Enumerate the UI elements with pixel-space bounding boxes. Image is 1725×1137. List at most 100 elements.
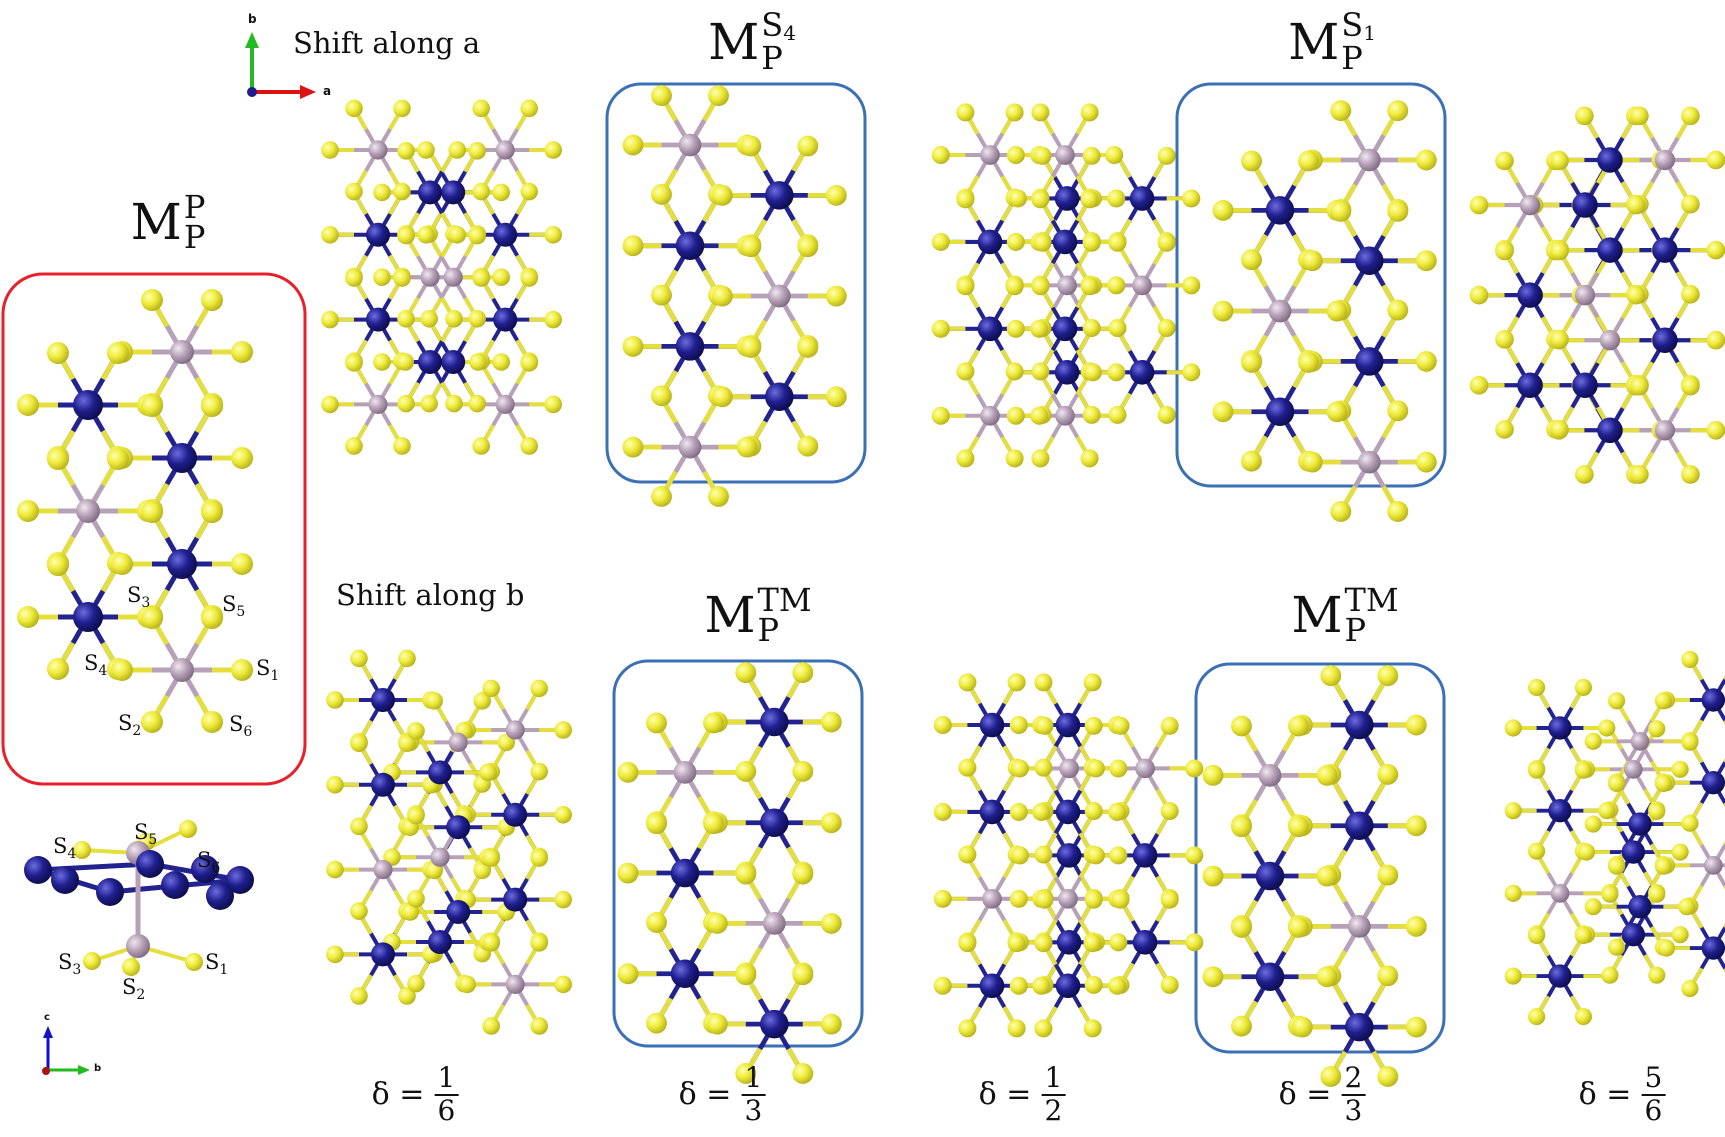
molybdenum-atom bbox=[982, 889, 1002, 909]
transition-metal-atom bbox=[675, 332, 705, 361]
sulfur-atom bbox=[468, 309, 487, 328]
molybdenum-atom bbox=[76, 499, 100, 523]
sulfur-atom bbox=[711, 386, 733, 408]
sulfur-atom bbox=[1105, 145, 1124, 165]
sulfur-atom bbox=[397, 394, 415, 413]
sulfur-atom bbox=[107, 448, 129, 471]
sulfur-atom bbox=[1031, 190, 1050, 209]
sulfur-atom bbox=[1185, 759, 1204, 778]
sulfur-atom bbox=[1009, 802, 1028, 821]
sulfur-atom bbox=[1080, 190, 1099, 209]
sulfur-atom bbox=[1415, 250, 1437, 272]
sulfur-atom bbox=[1415, 350, 1437, 372]
sulfur-atom bbox=[1009, 889, 1028, 908]
transition-metal-atom bbox=[503, 887, 528, 912]
sulfur-atom bbox=[321, 395, 339, 414]
sulfur-atom bbox=[1160, 802, 1179, 821]
sulfur-atom bbox=[141, 710, 163, 733]
sulfur-atom bbox=[473, 692, 492, 710]
sulfur-atom bbox=[735, 760, 757, 782]
sulfur-atom bbox=[554, 890, 572, 909]
sulfur-atom bbox=[1034, 758, 1053, 777]
sulfur-atom bbox=[1550, 241, 1569, 261]
ms4-candidate-box bbox=[605, 82, 867, 484]
transition-metal-atom bbox=[493, 222, 518, 247]
sulfur-atom bbox=[1377, 665, 1399, 687]
sulfur-atom bbox=[472, 182, 491, 201]
transition-metal-atom bbox=[441, 350, 466, 374]
sulfur-atom bbox=[1648, 720, 1666, 738]
transition-metal-atom bbox=[1572, 192, 1598, 218]
sulfur-atom bbox=[1108, 233, 1127, 252]
transition-metal-atom bbox=[371, 942, 395, 967]
sulfur-atom bbox=[1405, 815, 1427, 837]
sulfur-atom bbox=[1005, 277, 1024, 296]
sulfur-atom bbox=[708, 486, 729, 507]
sulfur-atom bbox=[1086, 759, 1105, 778]
sulfur-atom bbox=[1681, 650, 1699, 669]
sulfur-atom bbox=[473, 861, 492, 880]
sulfur-atom bbox=[820, 1013, 842, 1035]
sulfur-atom bbox=[706, 912, 728, 934]
side-label-s2: S2 bbox=[122, 975, 146, 1004]
sulfur-atom bbox=[1601, 966, 1619, 984]
sulfur-atom bbox=[1630, 106, 1649, 126]
sulfur-atom bbox=[1574, 678, 1592, 697]
sulfur-atom bbox=[933, 802, 952, 821]
sulfur-atom bbox=[1608, 692, 1626, 710]
side-label-s1: S1 bbox=[205, 950, 229, 979]
sulfur-atom bbox=[646, 1012, 667, 1034]
sulfur-atom bbox=[47, 342, 69, 365]
sulfur-atom bbox=[544, 226, 562, 244]
transition-metal-atom bbox=[765, 382, 794, 411]
sulfur-atom bbox=[703, 712, 724, 734]
sulfur-atom bbox=[1032, 976, 1051, 995]
sulfur-atom bbox=[492, 268, 511, 287]
transition-metal-atom bbox=[1055, 799, 1081, 825]
transition-metal-atom bbox=[1517, 372, 1543, 398]
molybdenum-atom bbox=[678, 133, 702, 157]
sulfur-atom bbox=[1008, 189, 1027, 208]
transition-metal-atom bbox=[1597, 417, 1623, 444]
sulfur-atom bbox=[1495, 420, 1514, 439]
sulfur-atom bbox=[1405, 1016, 1427, 1038]
sulfur-atom bbox=[201, 395, 223, 418]
sulfur-atom bbox=[1681, 106, 1700, 126]
sulfur-atom bbox=[1083, 363, 1102, 382]
sulfur-atom bbox=[1630, 465, 1649, 484]
transition-metal-atom bbox=[1054, 360, 1080, 385]
sulfur-atom bbox=[544, 310, 562, 329]
sulfur-atom bbox=[407, 722, 425, 740]
transition-metal-atom bbox=[1621, 923, 1646, 947]
transition-metal-atom bbox=[670, 858, 700, 888]
sulfur-atom bbox=[1469, 375, 1489, 395]
sulfur-atom bbox=[326, 945, 344, 964]
sulfur-atom bbox=[1326, 300, 1348, 322]
sulfur-atom bbox=[958, 934, 977, 953]
transition-metal-atom bbox=[1056, 930, 1082, 955]
molybdenum-atom bbox=[505, 974, 525, 995]
sulfur-atom bbox=[958, 845, 977, 864]
sulfur-atom bbox=[1030, 319, 1049, 338]
sulfur-atom bbox=[797, 435, 819, 457]
sulfur-atom bbox=[73, 841, 91, 859]
sulfur-atom bbox=[1377, 864, 1399, 886]
molybdenum-atom bbox=[170, 340, 194, 364]
sulfur-atom bbox=[1084, 802, 1103, 821]
sulfur-atom bbox=[1083, 673, 1102, 692]
sulfur-atom bbox=[482, 1017, 501, 1035]
sulfur-atom bbox=[201, 289, 223, 312]
site-label-s6: S6 bbox=[229, 712, 253, 741]
sulfur-atom bbox=[373, 268, 391, 287]
sulfur-atom bbox=[425, 692, 444, 710]
transition-metal-atom bbox=[167, 549, 197, 579]
side-label-s6: S6 bbox=[197, 848, 221, 877]
molybdenum-atom bbox=[170, 658, 194, 682]
transition-metal-atom bbox=[1132, 930, 1158, 955]
sulfur-atom bbox=[398, 987, 416, 1005]
sulfur-atom bbox=[1185, 846, 1204, 865]
sulfur-atom bbox=[958, 673, 977, 692]
sulfur-atom bbox=[651, 183, 672, 205]
